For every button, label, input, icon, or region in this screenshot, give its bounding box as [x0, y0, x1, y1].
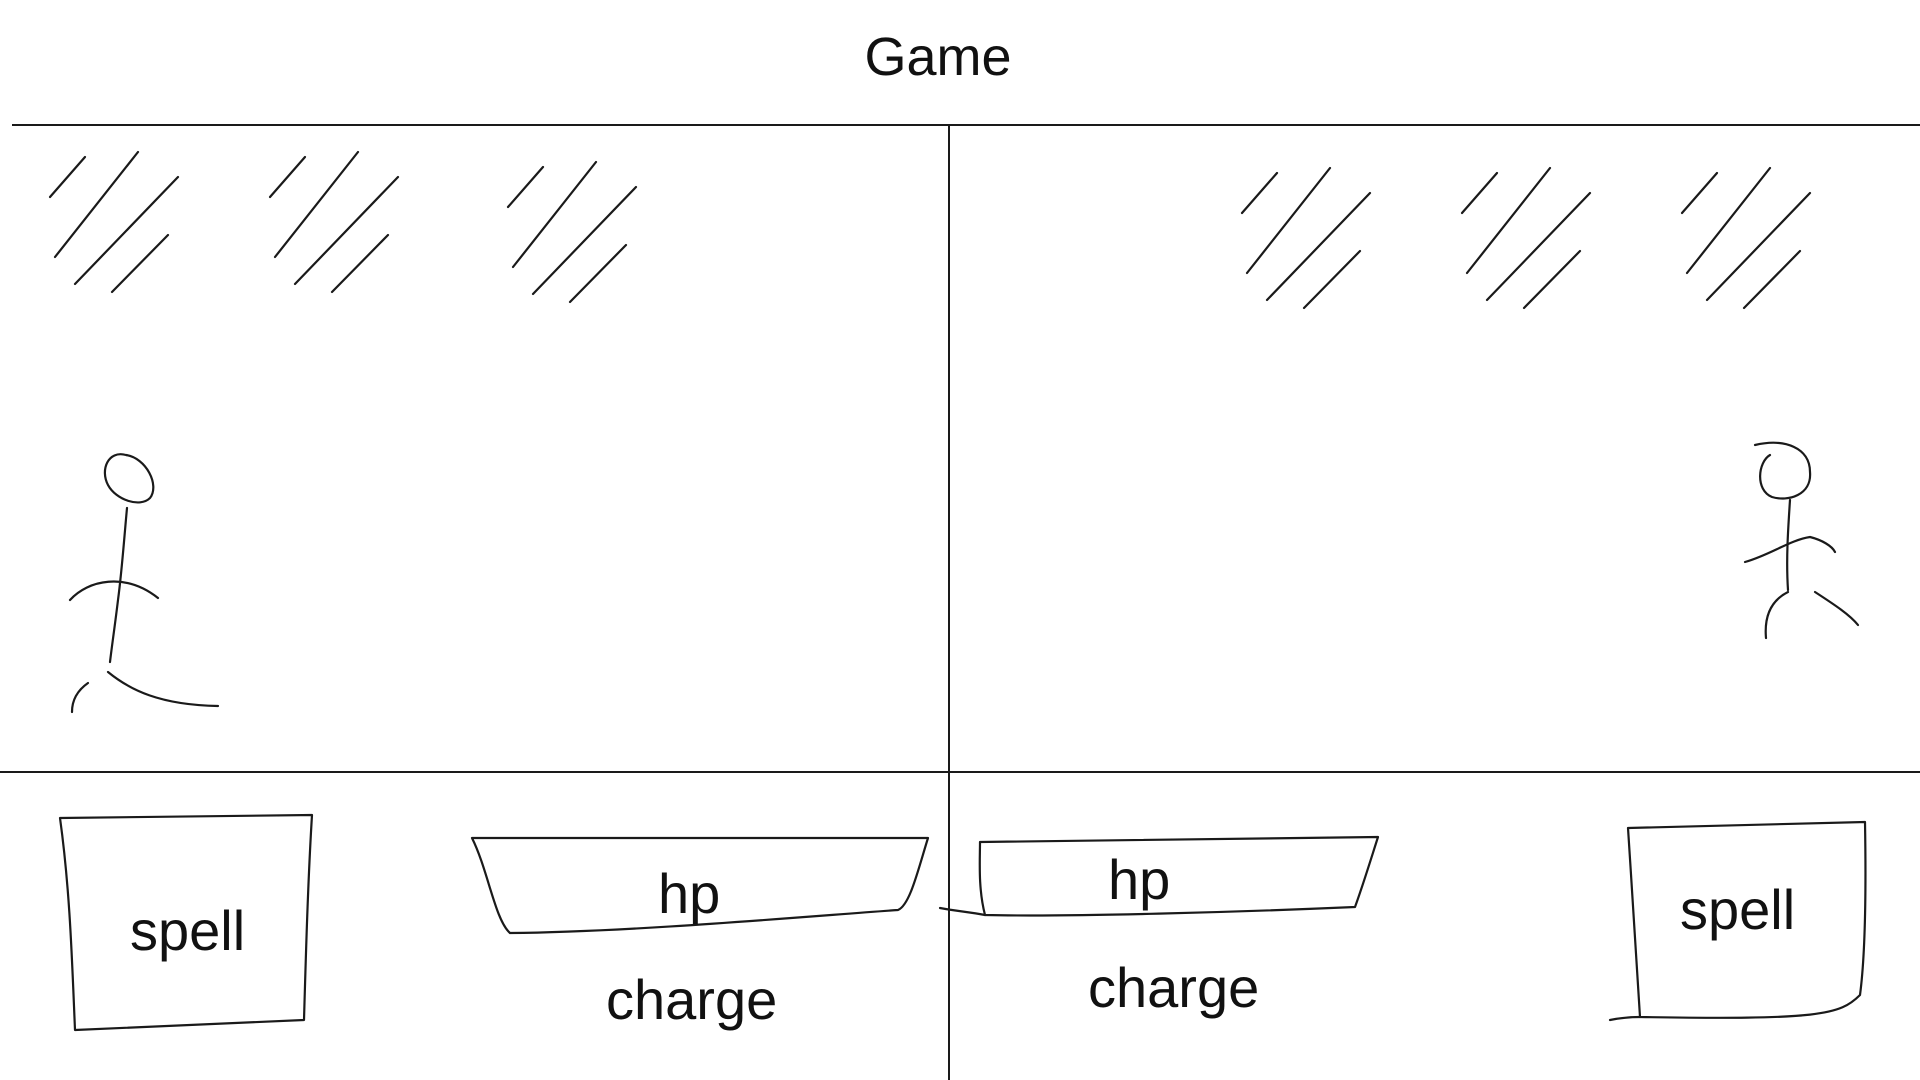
hp-bar-right-frame — [978, 835, 1380, 917]
hp-bar-left: hp — [472, 838, 930, 934]
rain-hatch-icon — [48, 150, 180, 294]
hp-bar-right-tail — [938, 906, 987, 917]
hp-bar-left-frame — [470, 836, 930, 935]
rain-hatch-icon — [268, 150, 400, 294]
charge-button-right[interactable]: charge — [1080, 950, 1270, 1020]
charge-button-left-label: charge — [606, 968, 778, 1031]
spell-button-right-frame — [1626, 820, 1867, 1019]
rain-hatch-icon — [1680, 166, 1812, 310]
charge-button-right-label: charge — [1088, 956, 1260, 1019]
spell-button-left[interactable]: spell — [60, 815, 314, 1033]
hp-bar-left-label: hp — [658, 862, 721, 925]
rain-hatch-icon — [1240, 166, 1372, 310]
spell-button-right-tail — [1608, 1015, 1642, 1022]
rain-hatch-icon — [1460, 166, 1592, 310]
charge-button-left[interactable]: charge — [598, 962, 788, 1032]
game-title: Game — [864, 27, 1012, 87]
spell-button-left-frame — [58, 813, 314, 1032]
spell-button-right-label: spell — [1680, 878, 1796, 941]
rain-hatch-icon — [506, 160, 638, 304]
hp-bar-right-label: hp — [1108, 848, 1171, 911]
hp-bar-right: hp — [980, 838, 1380, 918]
spell-button-left-label: spell — [130, 899, 246, 962]
player-left-stick-figure-icon — [68, 453, 220, 714]
player-right-stick-figure-icon — [1743, 441, 1860, 640]
spell-button-right[interactable]: spell — [1628, 822, 1868, 1020]
